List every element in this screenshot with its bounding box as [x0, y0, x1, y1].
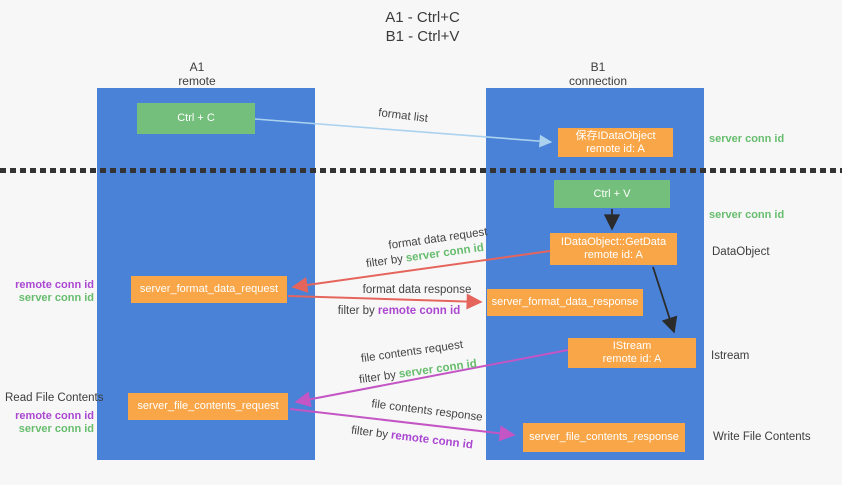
lane-b1-name: B1: [590, 60, 606, 74]
server-format-data-response-label: server_format_data_response: [491, 296, 639, 308]
format-data-response-arrow: [287, 293, 483, 310]
filter-by-prefix: filter by: [350, 424, 389, 442]
server-file-contents-response-node: server_file_contents_response: [523, 423, 685, 452]
ctrl-c-label: Ctrl + C: [177, 112, 215, 124]
filter-by-prefix: filter by: [365, 253, 404, 271]
ctrl-c-node: Ctrl + C: [137, 103, 255, 134]
idataobject-getdata-node: IDataObject::GetData remote id: A: [550, 233, 677, 265]
server-conn-id-label-top: server conn id: [709, 133, 785, 145]
save-idataobject-line1: 保存IDataObject: [575, 129, 656, 142]
server-conn-id-label-2: server conn id: [18, 423, 94, 435]
getdata-line1: IDataObject::GetData: [560, 236, 667, 248]
format-list-label: format list: [377, 107, 429, 125]
remote-conn-id-label-2: remote conn id: [15, 410, 94, 422]
server-format-data-request-node: server_format_data_request: [131, 276, 287, 303]
ctrl-v-node: Ctrl + V: [554, 180, 670, 208]
lane-header-a1: A1 remote: [137, 60, 257, 88]
server-format-data-response-node: server_format_data_response: [487, 289, 643, 316]
phase-separator-dotted-line: [0, 168, 842, 173]
save-idataobject-line2: remote id: A: [586, 142, 645, 155]
read-file-contents-label: Read File Contents: [5, 392, 104, 404]
istream-node: IStream remote id: A: [568, 338, 696, 368]
write-file-contents-label: Write File Contents: [713, 431, 811, 443]
filter-by-prefix: filter by: [337, 305, 375, 317]
save-idataobject-node: 保存IDataObject remote id: A: [558, 128, 673, 157]
title-line-1: A1 - Ctrl+C: [385, 9, 460, 26]
istream-line1: IStream: [612, 340, 652, 352]
filter-key-server-conn-id: server conn id: [398, 357, 478, 381]
filter-by-prefix: filter by: [358, 369, 397, 387]
lane-b1-role: connection: [568, 74, 628, 88]
server-file-contents-response-label: server_file_contents_response: [529, 431, 679, 443]
server-file-contents-request-label: server_file_contents_request: [137, 400, 279, 412]
server-file-contents-request-node: server_file_contents_request: [128, 393, 288, 420]
server-format-data-request-label: server_format_data_request: [139, 283, 279, 295]
istream-line2: remote id: A: [602, 353, 662, 365]
getdata-line2: remote id: A: [584, 249, 643, 261]
server-conn-id-label-mid: server conn id: [709, 209, 785, 221]
format-data-response-label: format data response: [362, 284, 472, 296]
server-conn-id-label-1: server conn id: [18, 292, 94, 304]
dataobject-label: DataObject: [712, 246, 770, 258]
filter-key-remote-conn-id: remote conn id: [390, 429, 474, 452]
diagram-title: A1 - Ctrl+C B1 - Ctrl+V: [350, 8, 495, 46]
lane-header-b1: B1 connection: [538, 60, 658, 88]
lane-a1-name: A1: [189, 60, 205, 74]
ctrl-v-label: Ctrl + V: [593, 187, 631, 200]
lane-a1-role: remote: [178, 74, 216, 88]
filter-key-remote-conn-id: remote conn id: [377, 305, 461, 317]
title-line-2: B1 - Ctrl+V: [385, 28, 460, 45]
remote-conn-id-label-1: remote conn id: [15, 279, 94, 291]
file-contents-response-label: file contents response: [370, 398, 484, 424]
istream-side-label: Istream: [711, 350, 750, 362]
